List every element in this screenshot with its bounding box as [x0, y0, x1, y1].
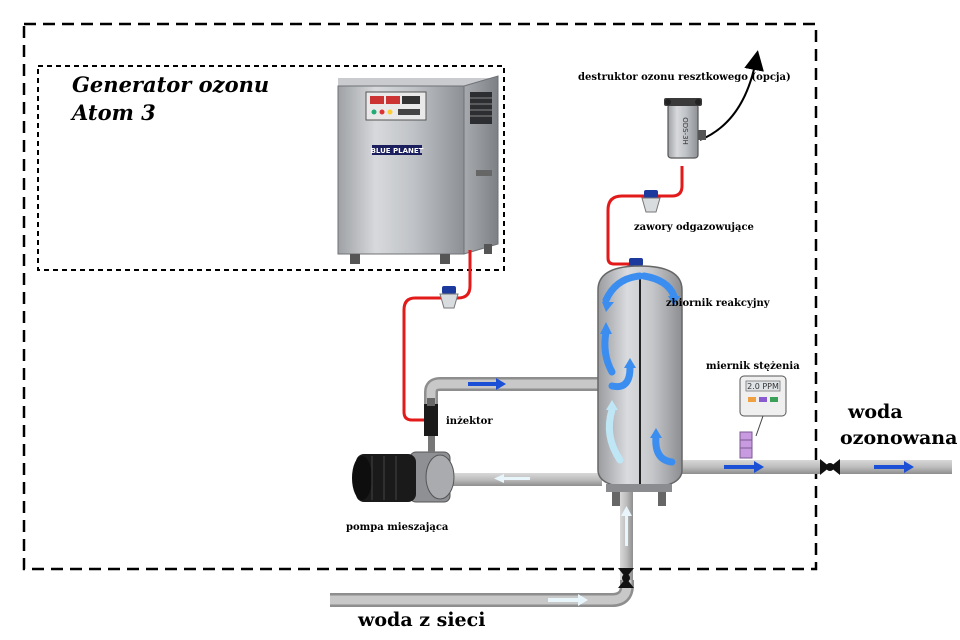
meter-probe: [739, 431, 753, 459]
degassing-valve: [641, 190, 661, 213]
svg-text:BLUE PLANET: BLUE PLANET: [371, 147, 424, 155]
system-boundary: [22, 22, 818, 571]
mixing-pump: [352, 451, 455, 503]
meter-display: 2.0 PPM: [747, 382, 779, 391]
concentration-meter: 2.0 PPM: [739, 375, 787, 459]
pump-label: pompa mieszająca: [346, 522, 449, 533]
input-label: woda z sieci: [357, 609, 485, 631]
ozone-line-tank-to-destructor: [606, 166, 684, 266]
flow-arrow-top-pipe: [468, 378, 506, 390]
pipe-injector-to-tank: [424, 377, 600, 418]
output-label-line2: ozonowana: [840, 427, 957, 449]
flow-arrow-supply-vertical: [621, 506, 632, 546]
generator-title-line2: Atom 3: [70, 100, 156, 125]
exhaust-line: [699, 50, 764, 141]
svg-text:ODS-3H: ODS-3H: [681, 117, 689, 145]
ball-valve-output: [820, 459, 840, 475]
check-valve-injector: [439, 286, 459, 309]
ball-valve-supply: [618, 568, 634, 588]
output-label-line1: woda: [847, 401, 903, 423]
valves-label: zawory odgazowujące: [634, 222, 754, 233]
flow-arrow-mains: [548, 594, 588, 606]
flow-arrow-output-2: [874, 461, 914, 473]
brand-plate: [372, 145, 422, 155]
tank-flow-swirls: [600, 272, 680, 466]
flow-arrow-return-pipe: [494, 474, 530, 483]
meter-label: miernik stężenia: [706, 361, 800, 372]
vent-grille: [470, 92, 492, 124]
tank-label: zbiornik reakcyjny: [666, 298, 771, 309]
injector: [424, 398, 438, 452]
generator-title-line1: Generator ozonu: [72, 72, 269, 97]
injector-label: inżektor: [446, 416, 493, 427]
generator-box: [37, 65, 505, 271]
reaction-tank: [597, 265, 683, 506]
ozone-generator: BLUE PLANET: [337, 75, 499, 264]
ozone-destructor: ODS-3H: [664, 98, 706, 159]
flow-arrow-output-1: [724, 461, 764, 473]
destructor-label: destruktor ozonu resztkowego (opcja): [578, 72, 791, 83]
ozone-line-generator-to-injector: [402, 250, 472, 422]
